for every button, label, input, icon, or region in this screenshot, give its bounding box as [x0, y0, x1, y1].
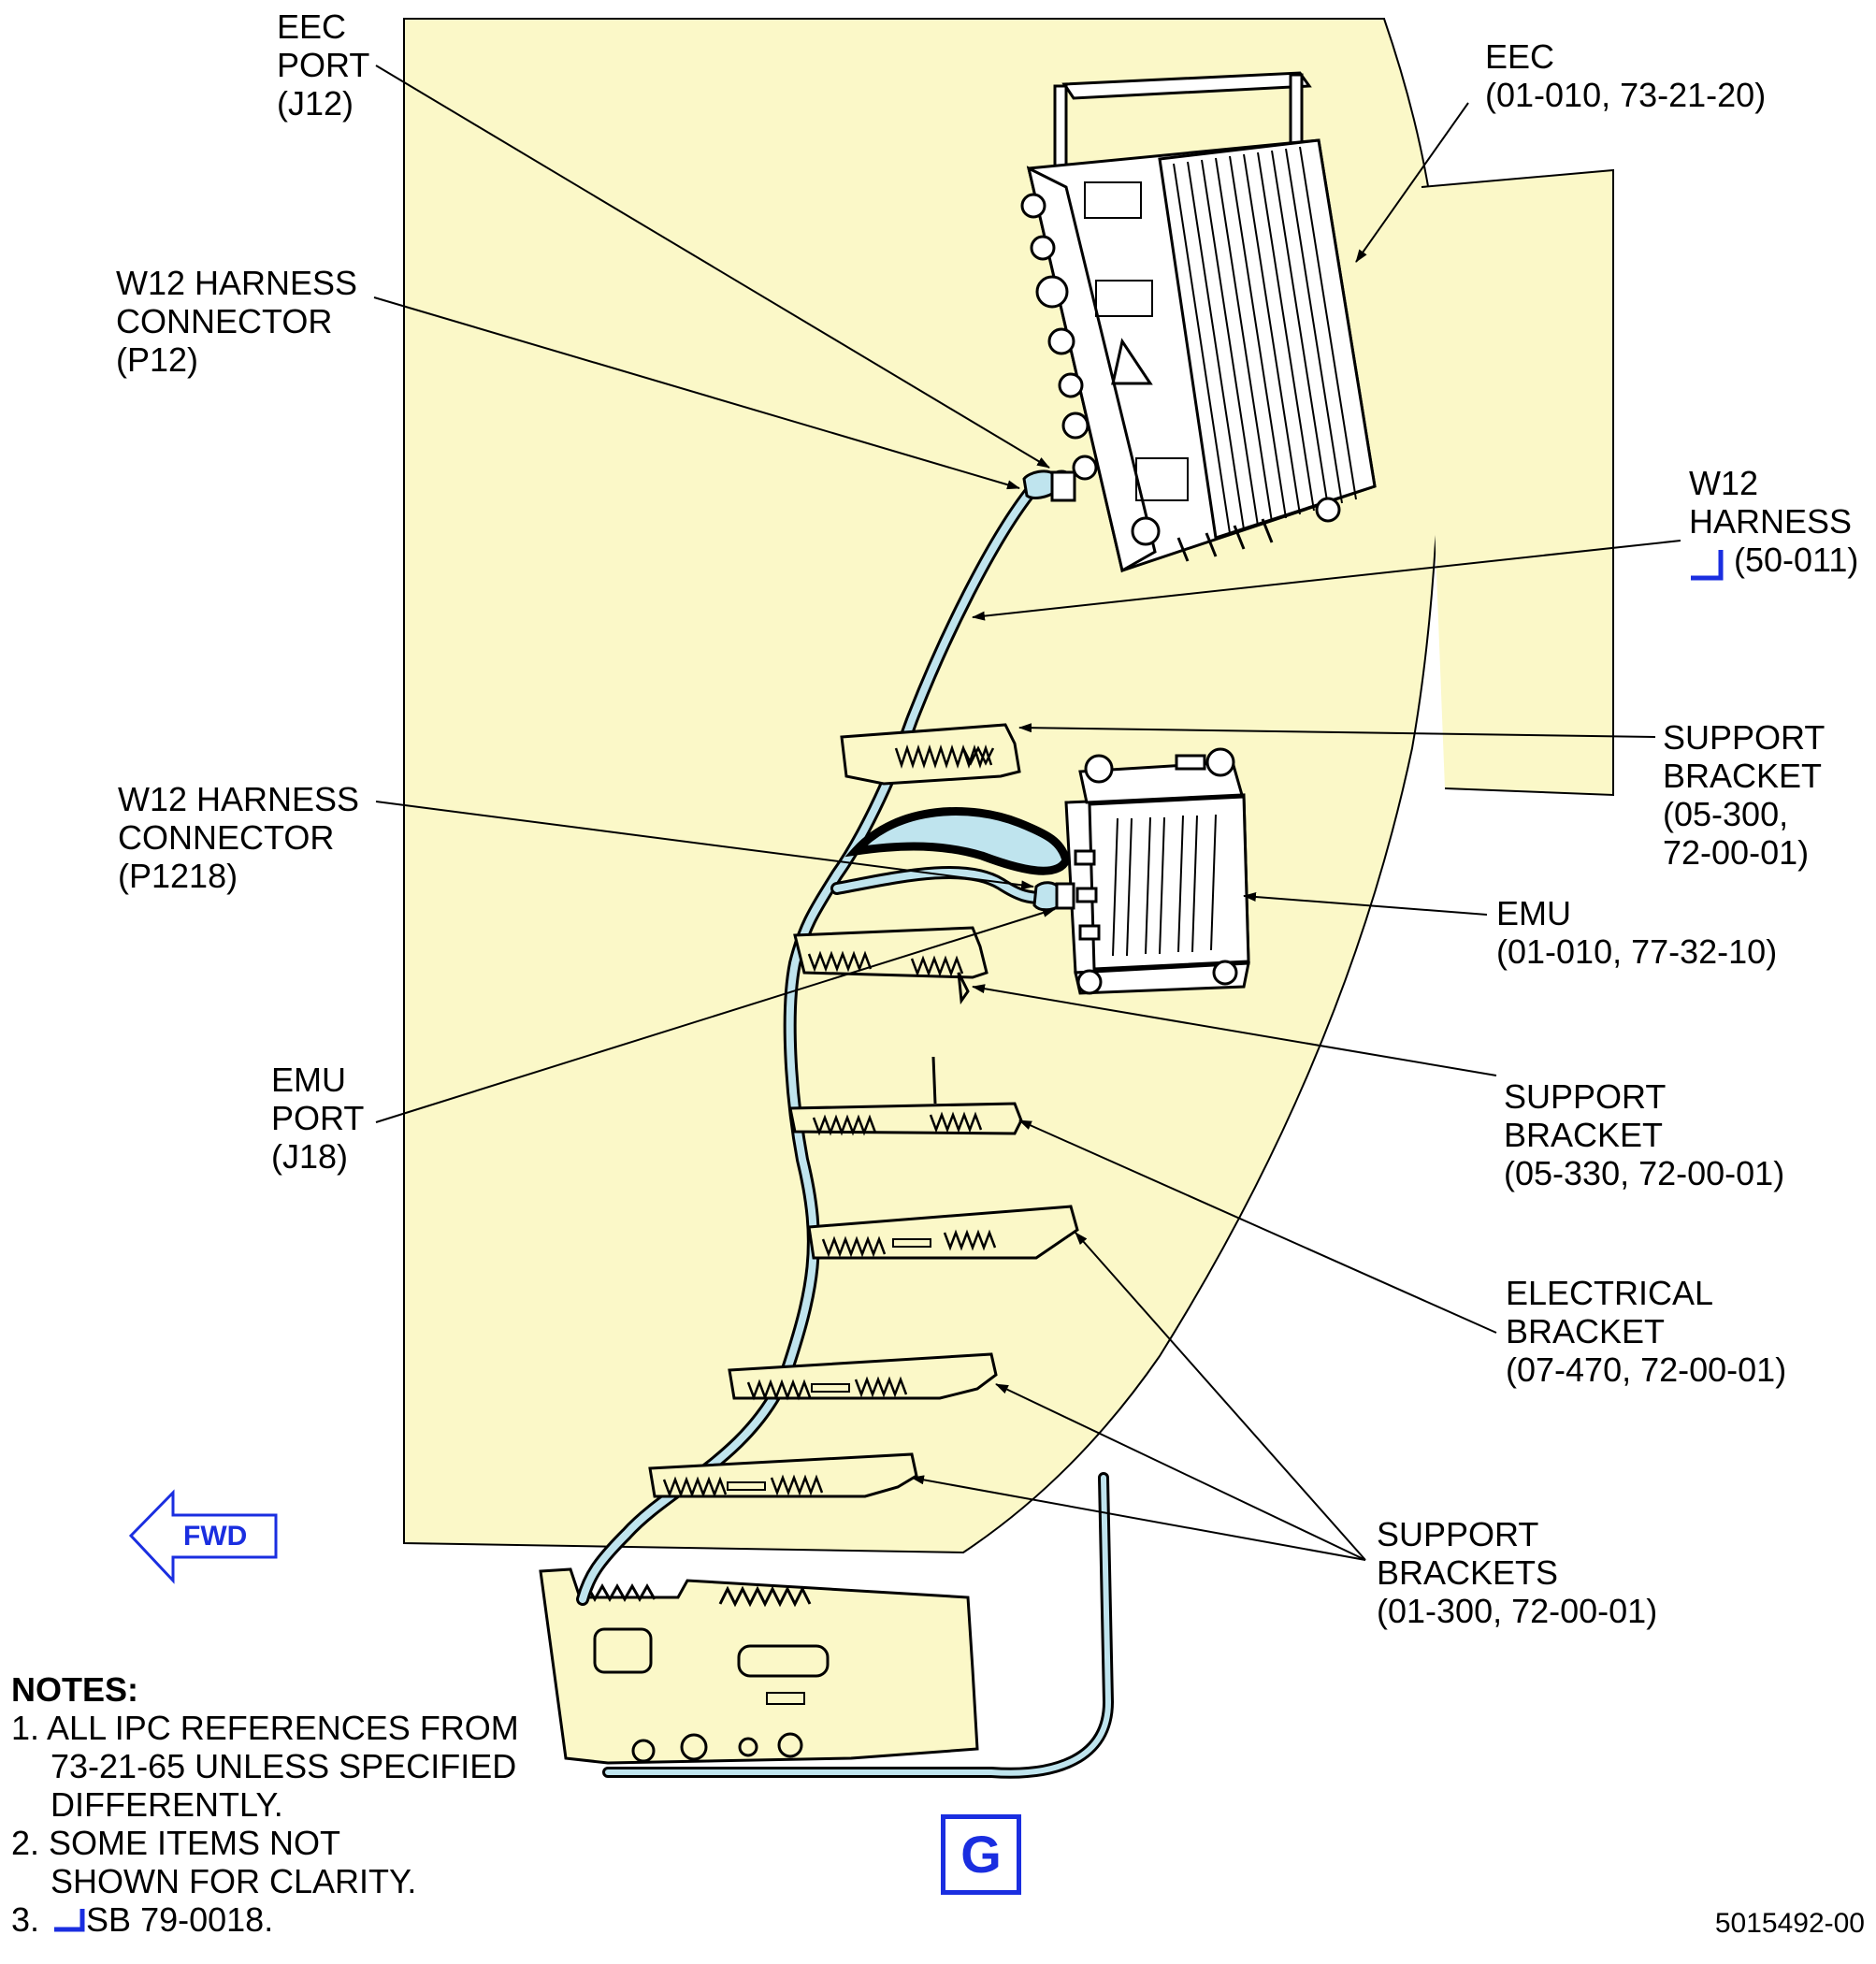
leader-electrical-bracket	[1018, 1119, 1497, 1334]
plate-hole-4	[777, 1732, 803, 1758]
note-line-3: 3. SB 79-0018.	[11, 1900, 519, 1939]
callout-line: BRACKETS	[1377, 1553, 1559, 1592]
lower-bracket-plate	[539, 1567, 979, 1765]
callout-emu: EMU (01-010, 77-32-10)	[1496, 894, 1777, 971]
fwd-label: FWD	[183, 1521, 248, 1552]
callout-line: EEC	[277, 7, 347, 46]
eec-unit	[1020, 71, 1377, 573]
support-bracket-05-330	[793, 926, 989, 1005]
callout-line: BRACKET	[1506, 1312, 1666, 1350]
notes-title: NOTES:	[11, 1670, 139, 1709]
leader-eec	[1355, 102, 1469, 263]
callout-support-bracket-05-330: SUPPORT BRACKET (05-330, 72-00-01)	[1504, 1077, 1784, 1192]
leader-support-bracket-330	[972, 984, 1497, 1076]
callout-line: (P12)	[116, 340, 199, 379]
note-line: 1. ALL IPC REFERENCES FROM	[11, 1709, 519, 1747]
callout-line: EEC	[1485, 37, 1555, 76]
w12-harness-emu-branch-fill	[833, 868, 1046, 902]
leader-w12-p1218	[375, 801, 1034, 890]
leader-support-brackets-b	[995, 1383, 1366, 1561]
callout-line: BRACKET	[1504, 1116, 1664, 1154]
note-line: 73-21-65 UNLESS SPECIFIED	[51, 1747, 517, 1785]
callout-line: W12 HARNESS	[118, 780, 360, 818]
callout-support-bracket-05-300: SUPPORT BRACKET (05-300, 72-00-01)	[1663, 718, 1825, 872]
callout-line: (05-300,	[1663, 795, 1789, 833]
callout-line: (J18)	[271, 1137, 349, 1176]
p12-connector	[1022, 469, 1076, 502]
plate-cutout-2	[737, 1644, 830, 1678]
electrical-bracket-07-470	[788, 1056, 1023, 1136]
callout-line: (01-300, 72-00-01)	[1377, 1592, 1658, 1630]
callout-line: (01-010, 77-32-10)	[1496, 932, 1778, 971]
callout-line: W12 HARNESS	[116, 264, 358, 302]
callout-line: CONNECTOR	[116, 302, 333, 340]
leader-lines	[373, 65, 1681, 1561]
leader-emu	[1243, 892, 1488, 916]
callout-line: (50-011)	[1734, 541, 1859, 579]
sb-effectivity-icon	[1691, 550, 1724, 581]
callout-line: (05-330, 72-00-01)	[1504, 1154, 1785, 1192]
callout-line: SUPPORT	[1377, 1515, 1539, 1553]
note-line: SHOWN FOR CLARITY.	[51, 1862, 417, 1900]
support-bracket-01-300-b	[728, 1352, 998, 1401]
plate-hole-1	[631, 1739, 656, 1763]
leader-support-bracket-300	[1018, 723, 1656, 738]
callout-support-brackets-01-300: SUPPORT BRACKETS (01-300, 72-00-01)	[1377, 1515, 1657, 1630]
callout-w12-connector-p12: W12 HARNESS CONNECTOR (P12)	[116, 264, 357, 379]
support-bracket-01-300-c	[648, 1452, 918, 1498]
callout-line: PORT	[277, 46, 370, 84]
black-harness-loop	[844, 807, 1071, 875]
note-line: DIFFERENTLY.	[51, 1785, 283, 1824]
leader-w12-p12	[373, 296, 1020, 490]
leader-emu-port	[375, 908, 1056, 1123]
callout-line: EMU	[1496, 894, 1571, 932]
plate-hole-3	[738, 1737, 758, 1757]
plate-hole-2	[680, 1733, 708, 1761]
plate-slot	[766, 1692, 805, 1705]
figure-number: 5015492-00	[1714, 1908, 1865, 1939]
leader-support-brackets-a	[1075, 1232, 1366, 1561]
leader-eec-port	[375, 65, 1050, 469]
callout-line: W12	[1689, 464, 1759, 502]
emu-unit	[1064, 747, 1250, 995]
note-line: 2. SOME ITEMS NOT	[11, 1824, 341, 1862]
view-g-label: G	[941, 1814, 1021, 1895]
callout-line: SUPPORT	[1663, 718, 1825, 757]
leader-w12-harness	[972, 540, 1681, 621]
callout-eec: EEC (01-010, 73-21-20)	[1485, 37, 1766, 114]
callout-line: EMU	[271, 1061, 346, 1099]
callout-line: HARNESS	[1689, 502, 1853, 541]
callout-electrical-bracket-07-470: ELECTRICAL BRACKET (07-470, 72-00-01)	[1506, 1274, 1786, 1389]
callout-emu-port: EMU PORT (J18)	[271, 1061, 364, 1176]
notes-block: NOTES: 1. ALL IPC REFERENCES FROM 73-21-…	[11, 1670, 519, 1939]
fwd-arrow-icon	[128, 1489, 278, 1584]
structure-band	[1421, 168, 1614, 797]
note-number: 3.	[11, 1900, 40, 1939]
callout-line: BRACKET	[1663, 757, 1823, 795]
callout-line: 72-00-01)	[1663, 833, 1810, 872]
support-bracket-05-300	[840, 723, 1021, 786]
plate-cutout-1	[593, 1627, 653, 1674]
note-text: SB 79-0018.	[86, 1900, 274, 1939]
callout-w12-connector-p1218: W12 HARNESS CONNECTOR (P1218)	[118, 780, 359, 895]
callout-line: (07-470, 72-00-01)	[1506, 1350, 1787, 1389]
plate-connector-row	[578, 1582, 812, 1608]
support-bracket-01-300-a	[807, 1205, 1079, 1260]
callout-w12-harness: W12 HARNESS (50-011)	[1689, 464, 1858, 579]
callout-line: CONNECTOR	[118, 818, 335, 857]
p1218-connector	[1032, 881, 1075, 912]
callout-line: ELECTRICAL	[1506, 1274, 1714, 1312]
callout-line: SUPPORT	[1504, 1077, 1667, 1116]
callout-line: (J12)	[277, 84, 354, 123]
w12-harness-return-fill	[605, 1475, 1112, 1776]
callout-line: PORT	[271, 1099, 365, 1137]
callout-line: (P1218)	[118, 857, 238, 895]
callout-eec-port: EEC PORT (J12)	[277, 7, 369, 123]
callout-line: (01-010, 73-21-20)	[1485, 76, 1767, 114]
leader-support-brackets-c	[911, 1475, 1366, 1561]
sb-effectivity-note-icon	[54, 1909, 85, 1932]
